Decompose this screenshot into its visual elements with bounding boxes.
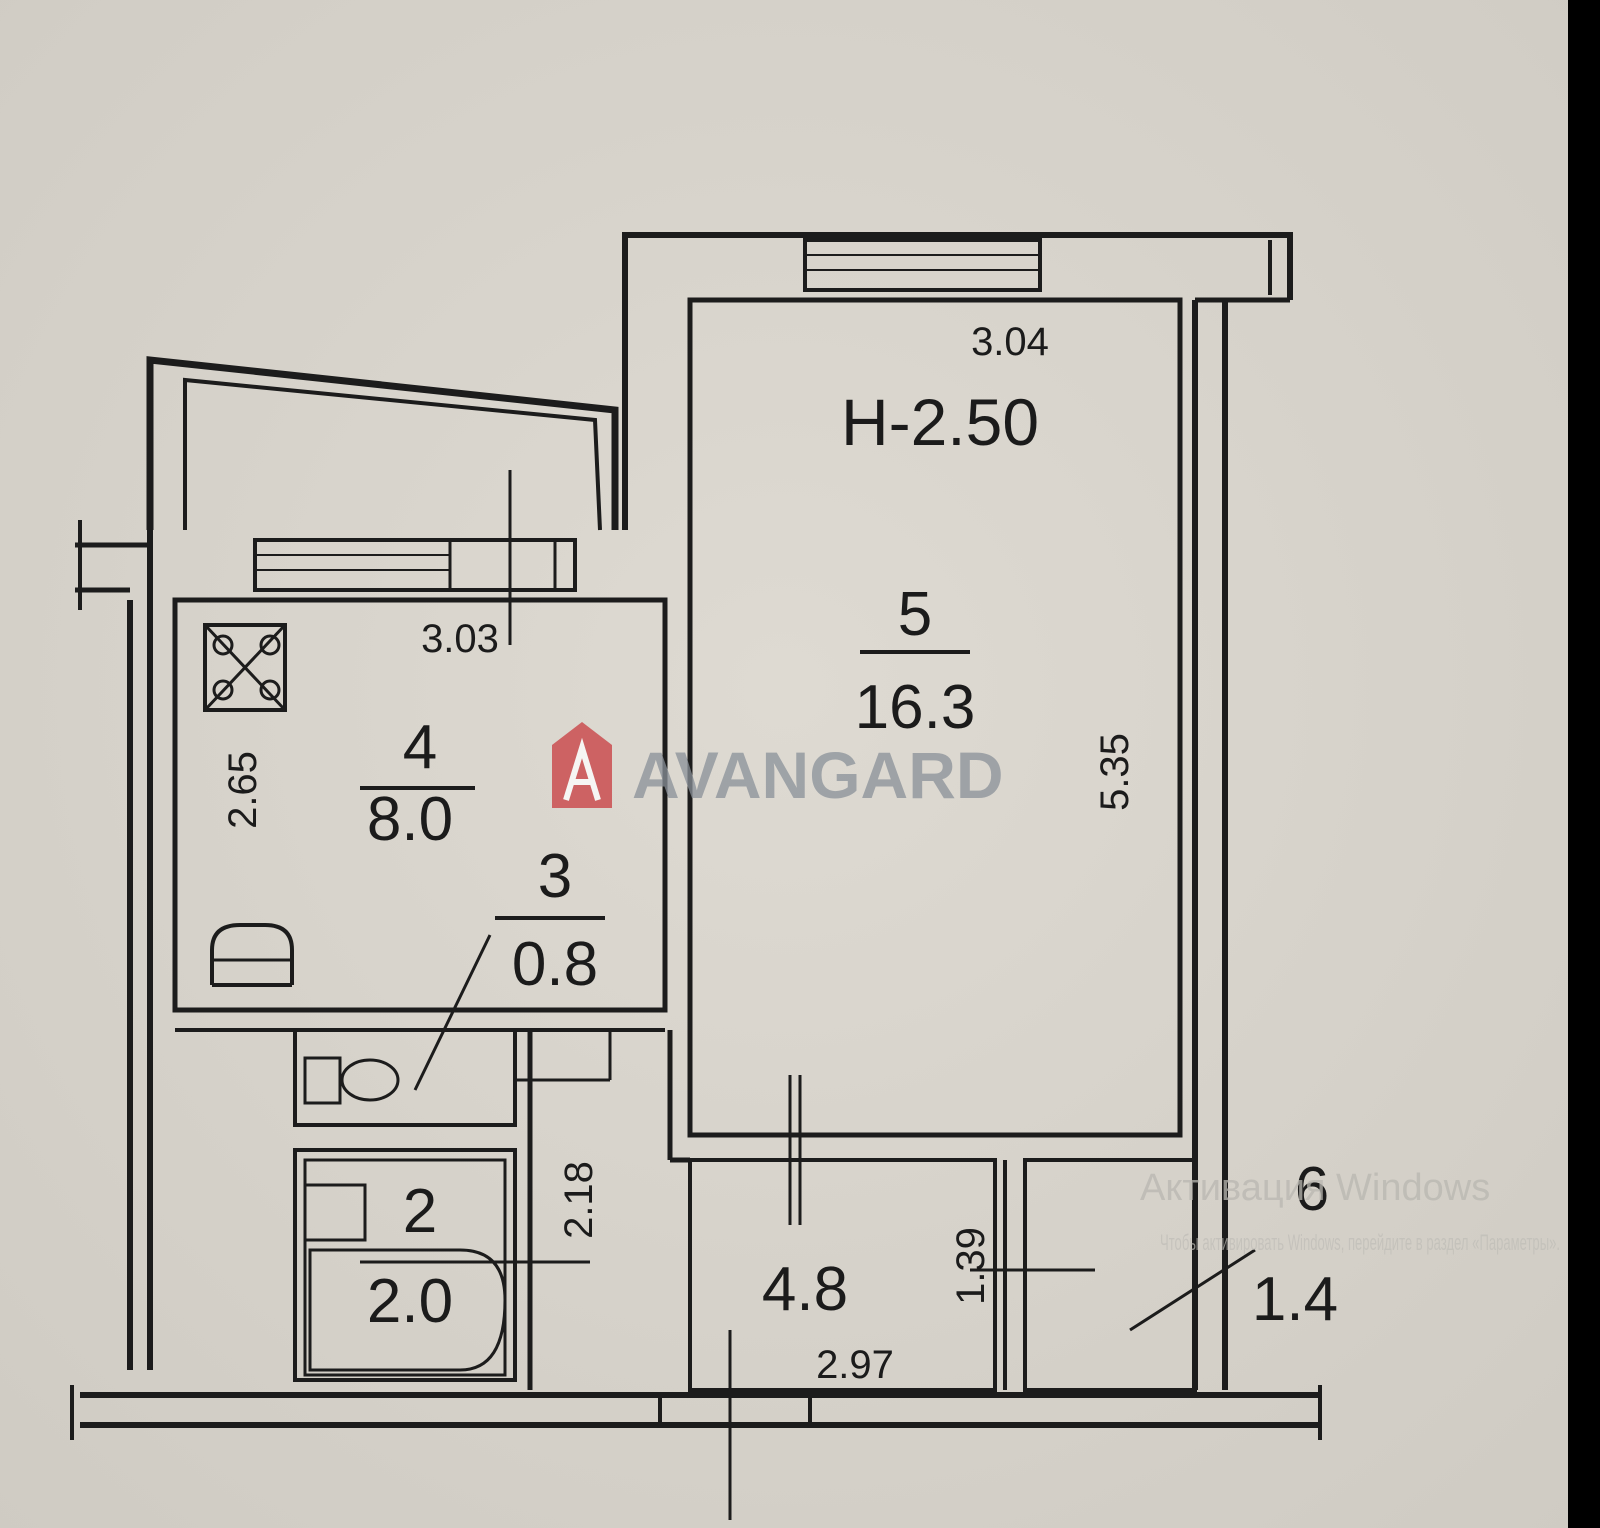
avangard-logo-icon [552, 722, 612, 808]
dim-hall-depth: 1.39 [949, 1227, 993, 1305]
avangard-watermark: AVANGARD [552, 722, 1004, 812]
room6-area: 1.4 [1252, 1265, 1338, 1334]
door-swings [413, 934, 1256, 1332]
dim-room5-width: 3.04 [971, 320, 1049, 364]
dim-room4-width: 3.03 [421, 617, 499, 661]
hall-area: 4.8 [762, 1255, 848, 1324]
dim-hall-width: 2.97 [816, 1343, 894, 1387]
windows-activation-hint: Чтобы активировать Windows, перейдите в … [1160, 1230, 1560, 1255]
avangard-brand-text: AVANGARD [632, 738, 1004, 812]
room2-number: 2 [403, 1177, 437, 1246]
room6-number: 6 [1295, 1155, 1329, 1224]
room2-area: 2.0 [367, 1267, 453, 1336]
avangard-logo-letter [563, 737, 601, 801]
dim-room5-length: 5.35 [1093, 733, 1137, 811]
room3-area: 0.8 [512, 930, 598, 999]
dim-room2-length: 2.18 [557, 1161, 601, 1239]
stove-icon [203, 623, 287, 712]
room5-number: 5 [898, 580, 932, 649]
windows-activation-title: Активация Windows [1140, 1167, 1490, 1209]
dim-room4-length: 2.65 [221, 751, 265, 829]
room3-number: 3 [538, 842, 572, 911]
room4-number: 4 [403, 713, 437, 782]
room5-area: 16.3 [855, 673, 976, 742]
walls [70, 232, 1322, 1520]
room4-area: 8.0 [367, 785, 453, 854]
ceiling-height-label: H-2.50 [841, 385, 1039, 459]
black-border [1568, 0, 1600, 1528]
sink-icon [210, 923, 294, 987]
